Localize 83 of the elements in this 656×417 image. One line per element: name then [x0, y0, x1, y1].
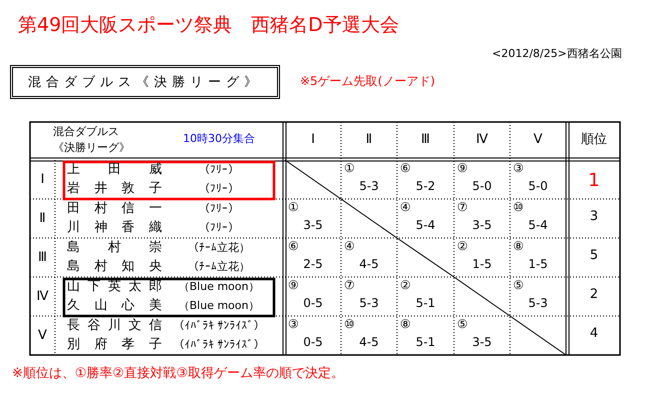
player-name: 別府孝子	[67, 337, 162, 353]
score: 5-3	[358, 296, 380, 310]
column-header: Ⅴ	[532, 132, 544, 148]
match-number: ③	[288, 317, 299, 332]
heading-box: 混合ダブルス《決勝リーグ》	[10, 65, 280, 99]
rank: 2	[588, 287, 600, 303]
column-header: Ⅳ	[475, 132, 489, 148]
match-number: ⑦	[457, 200, 468, 214]
score: 5-3	[358, 179, 380, 194]
match-number: ①	[288, 200, 299, 214]
team-name: （ﾌﾘｰ）	[198, 202, 240, 216]
row-number: Ⅳ	[36, 289, 50, 305]
team-name: （ﾌﾘｰ）	[198, 221, 240, 234]
score: 5-4	[414, 218, 436, 232]
column-header: Ⅲ	[420, 132, 431, 148]
rank: 3	[588, 209, 600, 225]
team-name: （ﾁｰﾑ立花）	[187, 241, 251, 254]
row-number: Ⅴ	[37, 328, 48, 344]
column-header: 順位	[580, 132, 608, 148]
score: 2-5	[302, 257, 324, 272]
rank: 5	[588, 248, 600, 264]
player-name: 山下英太郎	[67, 279, 162, 295]
score: 1-5	[527, 257, 549, 272]
match-number: ②	[400, 278, 411, 292]
player-name: 川神香織	[67, 220, 162, 236]
player-name: 久山心美	[67, 298, 162, 314]
row-number: Ⅰ	[40, 172, 46, 188]
title: 第49回大阪スポーツ祭典 西猪名D予選大会	[18, 14, 399, 37]
row-number: Ⅱ	[38, 211, 47, 227]
match-number: ⑧	[400, 317, 411, 332]
score: 5-0	[527, 179, 549, 194]
player-name: 田村信一	[67, 201, 162, 217]
match-number: ⑧	[513, 239, 524, 254]
player-name: 長谷川文信	[67, 318, 162, 334]
match-number: ⑩	[513, 200, 524, 214]
player-name: 岩井敦子	[67, 181, 162, 197]
match-number: ④	[344, 239, 355, 254]
score: 3-5	[471, 335, 493, 350]
rule-note: ※5ゲーム先取(ノーアド)	[300, 74, 436, 88]
team-name: （ﾁｰﾑ立花）	[187, 260, 251, 274]
match-number: ④	[400, 200, 411, 214]
score: 0-5	[302, 335, 324, 350]
match-number: ⑤	[457, 317, 468, 332]
match-number: ⑦	[344, 278, 355, 292]
match-number: ⑨	[457, 161, 468, 176]
score: 5-1	[414, 335, 436, 350]
score: 5-4	[527, 218, 549, 232]
team-name: （Blue moon）	[178, 280, 260, 294]
team-name: （ﾌﾘｰ）	[198, 163, 240, 176]
team-name: （ﾌﾘｰ）	[198, 182, 240, 196]
date-venue-note: <2012/8/25>西猪名公園	[492, 47, 622, 60]
match-number: ⑨	[288, 278, 299, 292]
score: 4-5	[358, 257, 380, 272]
player-name: 島村知央	[67, 259, 162, 275]
column-header: Ⅰ	[310, 132, 316, 148]
score: 0-5	[302, 296, 324, 310]
assembly-time: 10時30分集合	[183, 132, 255, 146]
header-text: 混合ダブルス《決勝リーグ》	[53, 124, 131, 156]
match-number: ②	[457, 239, 468, 254]
team-name: （ｲﾊﾞﾗｷ ｻﾝﾗｲｽﾞ）	[172, 319, 266, 332]
rank: 1	[587, 170, 601, 192]
rank: 4	[588, 326, 600, 342]
score: 4-5	[358, 335, 380, 350]
score: 1-5	[471, 257, 493, 272]
match-number: ⑤	[513, 278, 524, 292]
team-name: （ｲﾊﾞﾗｷ ｻﾝﾗｲｽﾞ）	[172, 338, 266, 352]
score: 5-0	[471, 179, 493, 194]
score: 5-2	[414, 179, 436, 194]
player-name: 上田威	[67, 162, 162, 178]
match-number: ⑥	[288, 239, 299, 254]
score: 5-1	[414, 296, 436, 310]
player-name: 島村崇	[67, 240, 162, 256]
row-number: Ⅲ	[37, 250, 48, 266]
footnote: ※順位は、①勝率②直接対戦③取得ゲーム率の順で決定。	[12, 366, 344, 382]
score: 5-3	[527, 296, 549, 310]
team-name: （Blue moon）	[178, 299, 260, 312]
score: 3-5	[471, 218, 493, 232]
match-number: ①	[344, 161, 355, 176]
match-number: ③	[513, 161, 524, 176]
score: 3-5	[302, 218, 324, 232]
match-number: ⑩	[344, 317, 355, 332]
match-number: ⑥	[400, 161, 411, 176]
column-header: Ⅱ	[364, 132, 374, 148]
